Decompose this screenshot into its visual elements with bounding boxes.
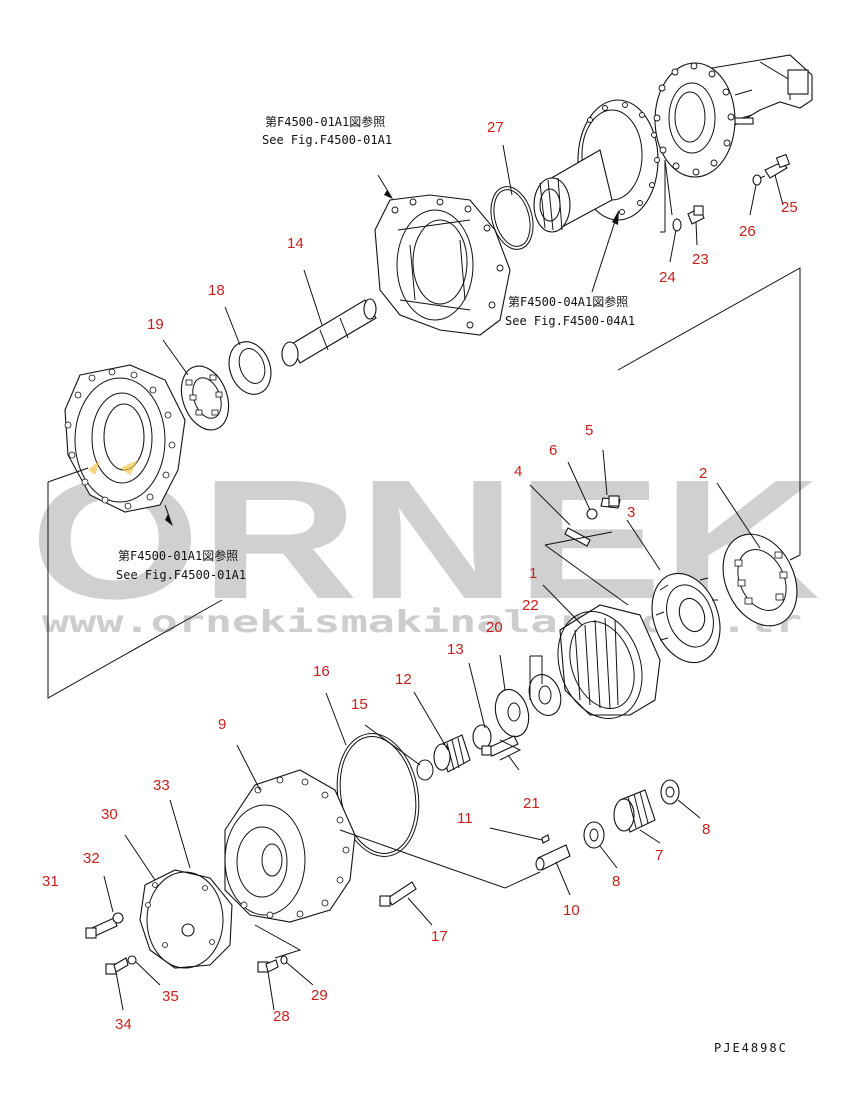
bearing-19 [180, 365, 230, 431]
callout-17: 17 [431, 928, 448, 945]
callout-1: 1 [529, 565, 537, 582]
washer-6 [586, 508, 598, 520]
callout-19: 19 [147, 316, 164, 333]
pin-11 [541, 834, 550, 844]
callout-9: 9 [218, 716, 226, 733]
carrier-plate-22 [528, 674, 562, 716]
bearing-2 [722, 533, 798, 627]
seal-18 [228, 341, 272, 395]
callout-15: 15 [351, 696, 368, 713]
pin-4 [564, 527, 591, 547]
callout-20: 20 [486, 619, 503, 636]
planet-gear-7 [613, 789, 656, 833]
o-ring-27 [490, 186, 534, 250]
o-ring-29 [280, 955, 288, 965]
callout-30: 30 [101, 806, 118, 823]
callout-27: 27 [487, 119, 504, 136]
bolt-25 [764, 153, 791, 179]
callout-13: 13 [447, 641, 464, 658]
spindle-shaft [533, 149, 613, 233]
callout-8-upper: 8 [702, 821, 710, 838]
callout-32: 32 [83, 850, 100, 867]
callout-24: 24 [659, 269, 676, 286]
callout-26: 26 [739, 223, 756, 240]
ring-gear-1 [557, 604, 661, 719]
wheel-hub [64, 364, 186, 513]
callout-29: 29 [311, 987, 328, 1004]
drawing-code: PJE4898C [714, 1041, 788, 1055]
callout-10: 10 [563, 902, 580, 919]
callout-numbers: 27 14 18 19 25 26 23 24 5 6 4 2 3 1 22 2… [42, 119, 798, 1033]
bolt-21 [481, 735, 519, 757]
leader-lines [47, 144, 801, 1011]
callout-8-lower: 8 [612, 873, 620, 890]
callout-22: 22 [522, 597, 539, 614]
bolt-28 [257, 959, 279, 973]
axle-flange [653, 62, 736, 178]
callout-21: 21 [523, 795, 540, 812]
washer-8-upper [660, 779, 680, 805]
callout-4: 4 [514, 463, 522, 480]
callout-12: 12 [395, 671, 412, 688]
callout-16: 16 [313, 663, 330, 680]
spacer-13 [472, 724, 492, 750]
ref-top-en: See Fig.F4500-01A1 [262, 133, 392, 147]
callout-33: 33 [153, 777, 170, 794]
washer-8-lower [583, 821, 605, 849]
callout-14: 14 [287, 235, 304, 252]
bolt-34 [105, 957, 129, 975]
callout-2: 2 [699, 465, 707, 482]
washer-32 [112, 912, 124, 924]
reference-notes: 第F4500-01A1図参照 See Fig.F4500-01A1 第F4500… [116, 114, 635, 582]
thrust-washer-20 [494, 688, 530, 738]
callout-28: 28 [273, 1008, 290, 1025]
snap-ring-15 [416, 759, 434, 781]
callout-34: 34 [115, 1016, 132, 1033]
callout-5: 5 [585, 422, 593, 439]
callout-3: 3 [627, 504, 635, 521]
planet-carrier-housing [374, 194, 511, 336]
pin-24 [672, 218, 682, 232]
bolt-17 [379, 881, 417, 907]
housing-9 [224, 769, 356, 923]
callout-25: 25 [781, 199, 798, 216]
callout-6: 6 [549, 442, 557, 459]
o-ring-35 [127, 955, 137, 965]
bolt-5 [600, 495, 621, 509]
callout-31: 31 [42, 873, 59, 890]
bolt-31 [85, 917, 118, 939]
callout-11: 11 [457, 810, 473, 827]
cover-30 [139, 869, 233, 969]
ref-mid-jp: 第F4500-04A1図参照 [508, 294, 628, 309]
needle-bearing-12 [433, 734, 471, 773]
callout-23: 23 [692, 251, 709, 268]
bolt-23 [687, 205, 705, 225]
callout-7: 7 [655, 847, 663, 864]
ref-mid-en: See Fig.F4500-04A1 [505, 314, 635, 328]
ref-left-en: See Fig.F4500-01A1 [116, 568, 246, 582]
ref-top-jp: 第F4500-01A1図参照 [265, 114, 385, 129]
ref-left-jp: 第F4500-01A1図参照 [118, 548, 238, 563]
shaft-14 [281, 298, 377, 367]
callout-18: 18 [208, 282, 225, 299]
pin-10 [535, 844, 571, 871]
callout-35: 35 [162, 988, 179, 1005]
washer-26 [752, 174, 762, 186]
sun-gear-3 [651, 572, 721, 664]
